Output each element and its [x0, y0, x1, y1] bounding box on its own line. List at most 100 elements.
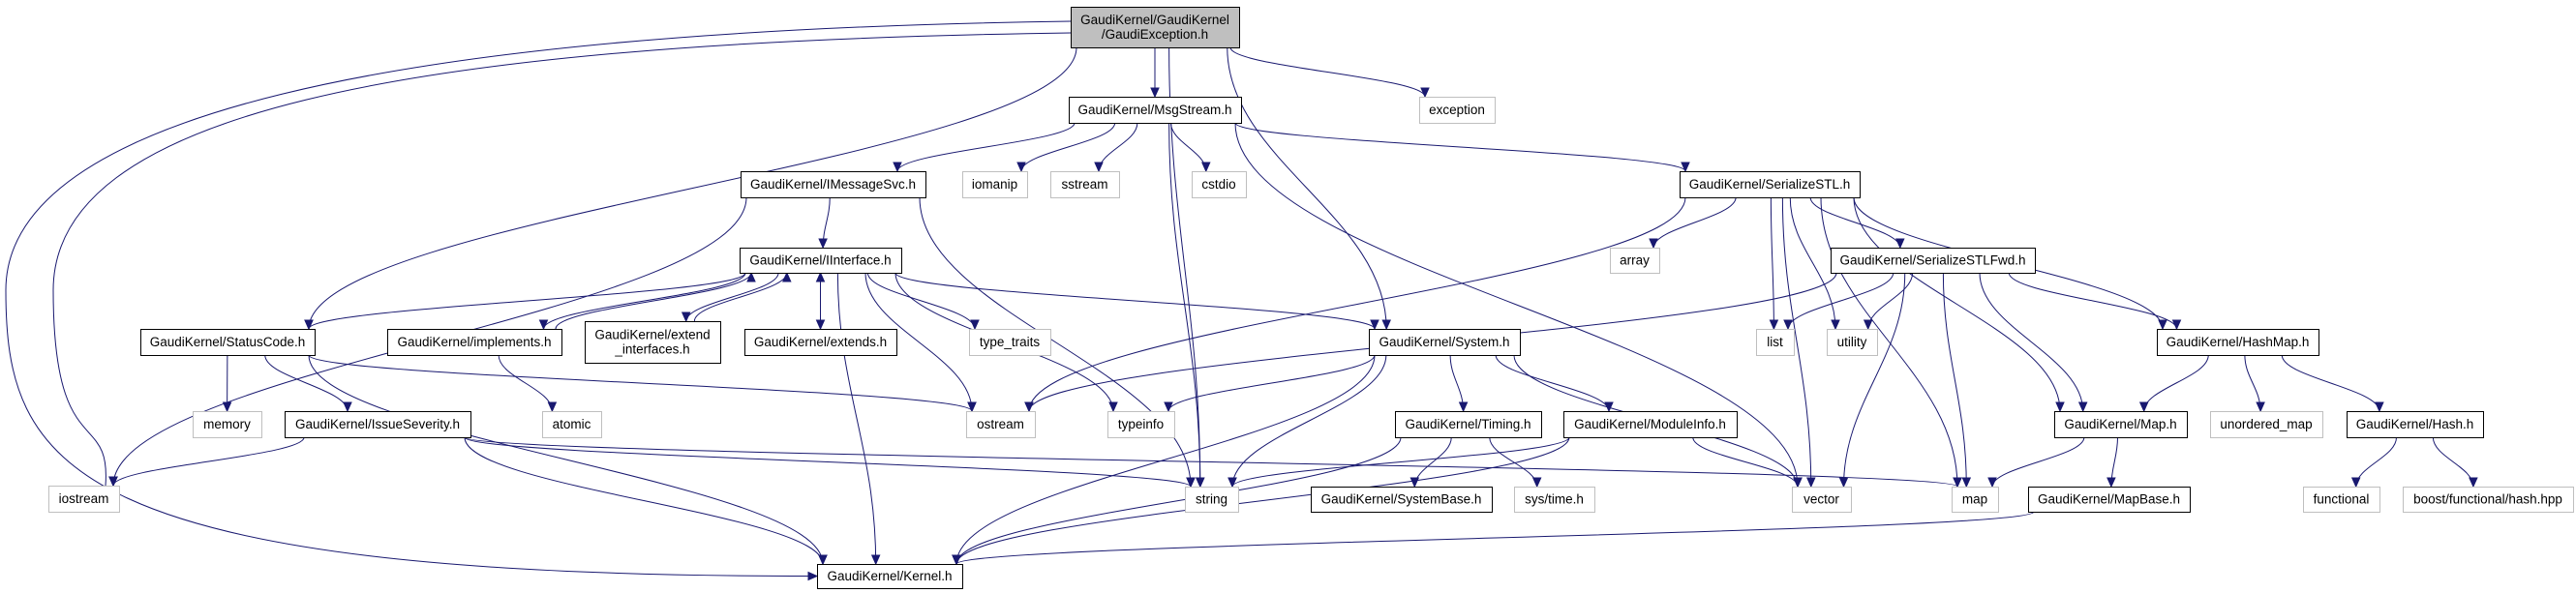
node-iomanip[interactable]: iomanip [962, 171, 1028, 198]
edge-line [308, 354, 973, 412]
node-implements[interactable]: GaudiKernel/implements.h [387, 329, 562, 356]
edge-serializestlfwd-to-vector [1838, 272, 1906, 489]
node-hashmap[interactable]: GaudiKernel/HashMap.h [2157, 329, 2319, 356]
node-label: iomanip [972, 177, 1017, 192]
edge-line [555, 272, 752, 330]
edge-line [1231, 436, 1570, 488]
arrowhead-icon [538, 319, 549, 331]
edge-serializestlfwd-to-hashmap [2008, 272, 2182, 331]
node-iostream[interactable]: iostream [48, 486, 120, 513]
node-moduleinfo[interactable]: GaudiKernel/ModuleInfo.h [1563, 411, 1738, 438]
node-functional[interactable]: functional [2303, 487, 2380, 513]
node-label: string [1196, 492, 1227, 507]
node-iinterface[interactable]: GaudiKernel/IInterface.h [740, 248, 902, 274]
node-map[interactable]: map [1952, 487, 1999, 513]
node-map-h[interactable]: GaudiKernel/Map.h [2054, 411, 2188, 438]
edge-line [1413, 436, 1452, 488]
node-label: GaudiKernel/MapBase.h [2038, 492, 2180, 507]
node-box [1071, 7, 1240, 48]
node-exception[interactable]: exception [1419, 97, 1496, 124]
node-list[interactable]: list [1756, 329, 1795, 356]
node-typeinfo[interactable]: typeinfo [1107, 411, 1175, 438]
arrowhead-icon [2055, 401, 2065, 413]
edge-line [919, 196, 1192, 488]
node-extend-interfaces[interactable]: GaudiKernel/extend_interfaces.h [585, 321, 721, 364]
node-serializestl[interactable]: GaudiKernel/SerializeSTL.h [1680, 171, 1861, 198]
node-timing[interactable]: GaudiKernel/Timing.h [1395, 411, 1542, 438]
edge-msgstream-to-imessagesvc [893, 122, 1076, 173]
arrowhead-icon [1531, 477, 1542, 489]
arrowhead-icon [1186, 477, 1196, 489]
arrowhead-icon [547, 401, 558, 413]
node-label: atomic [553, 417, 591, 431]
node-extends[interactable]: GaudiKernel/extends.h [744, 329, 897, 356]
node-atomic[interactable]: atomic [542, 411, 602, 438]
edge-line [52, 32, 1072, 487]
node-box [585, 321, 721, 364]
arrowhead-icon [304, 319, 314, 331]
node-vector[interactable]: vector [1792, 487, 1852, 513]
arrowhead-icon [818, 554, 828, 566]
edge-line [543, 272, 746, 330]
node-label: GaudiKernel/extends.h [754, 335, 887, 349]
node-array[interactable]: array [1610, 248, 1660, 274]
edge-line [464, 436, 824, 565]
edge-line [1234, 122, 1799, 488]
edge-serializestlfwd-to-map [1942, 272, 1972, 489]
edge-issueseverity-to-string [464, 436, 1196, 489]
node-label: GaudiKernel/SerializeSTLFwd.h [1839, 253, 2025, 268]
arrowhead-icon [1987, 477, 1997, 489]
node-label: GaudiKernel/Map.h [2064, 417, 2176, 431]
edge-serializestlfwd-to-map-h [1979, 272, 2088, 413]
edge-serializestl-to-map-h [1853, 196, 2065, 413]
edge-statuscode-to-kernel [308, 354, 828, 566]
edge-hashmap-to-map-h [2138, 354, 2209, 413]
arrowhead-icon [1953, 477, 1962, 489]
node-statuscode[interactable]: GaudiKernel/StatusCode.h [140, 329, 316, 356]
node-label: GaudiKernel/IMessageSvc.h [750, 177, 916, 192]
node-kernel[interactable]: GaudiKernel/Kernel.h [817, 564, 963, 589]
node-label: GaudiKernel/SerializeSTL.h [1689, 177, 1851, 192]
edge-serializestlfwd-to-list [1783, 272, 1894, 331]
edge-extends-to-iinterface [815, 271, 826, 330]
node-type-traits[interactable]: type_traits [969, 329, 1051, 356]
node-unordered-map[interactable]: unordered_map [2210, 411, 2323, 438]
edge-hash-to-functional [2350, 436, 2397, 489]
edge-line [1843, 272, 1906, 488]
arrowhead-icon [2106, 477, 2116, 489]
node-memory[interactable]: memory [193, 411, 262, 438]
edge-line [498, 354, 553, 412]
node-box [2303, 487, 2380, 513]
edge-iinterface-to-system [894, 272, 1379, 331]
arrowhead-icon [1649, 238, 1658, 250]
node-cstdio[interactable]: cstdio [1192, 171, 1247, 198]
node-boosthash[interactable]: boost/functional/hash.hpp [2403, 487, 2574, 513]
node-msgstream[interactable]: GaudiKernel/MsgStream.h [1069, 97, 1242, 124]
node-utility[interactable]: utility [1827, 329, 1878, 356]
node-box [741, 171, 926, 198]
edge-system-to-timing [1449, 354, 1469, 413]
edge-line [1853, 196, 2061, 412]
edge-line [308, 272, 746, 330]
node-label: GaudiKernel/MsgStream.h [1077, 103, 1231, 117]
arrowhead-icon [1793, 477, 1803, 489]
node-serializestlfwd[interactable]: GaudiKernel/SerializeSTLFwd.h [1831, 248, 2036, 274]
node-string[interactable]: string [1185, 487, 1239, 513]
node-sstream[interactable]: sstream [1050, 171, 1120, 198]
node-mapbase[interactable]: GaudiKernel/MapBase.h [2028, 487, 2191, 513]
node-systembase[interactable]: GaudiKernel/SystemBase.h [1311, 487, 1493, 513]
node-imessagesvc[interactable]: GaudiKernel/IMessageSvc.h [741, 171, 926, 198]
edge-line [955, 354, 1376, 565]
edge-line [1170, 122, 1207, 172]
node-ostream[interactable]: ostream [966, 411, 1036, 438]
node-hash[interactable]: GaudiKernel/Hash.h [2347, 411, 2484, 438]
node-systime[interactable]: sys/time.h [1514, 487, 1595, 513]
node-system[interactable]: GaudiKernel/System.h [1369, 329, 1521, 356]
edge-line [1809, 196, 1901, 249]
node-label: GaudiKernel/Timing.h [1405, 417, 1530, 431]
node-issueseverity[interactable]: GaudiKernel/IssueSeverity.h [285, 411, 471, 438]
node-label: GaudiKernel/Hash.h [2356, 417, 2474, 431]
edge-line [693, 272, 788, 322]
node-gaudiexception[interactable]: GaudiKernel/GaudiKernel/GaudiException.h [1071, 7, 1240, 48]
